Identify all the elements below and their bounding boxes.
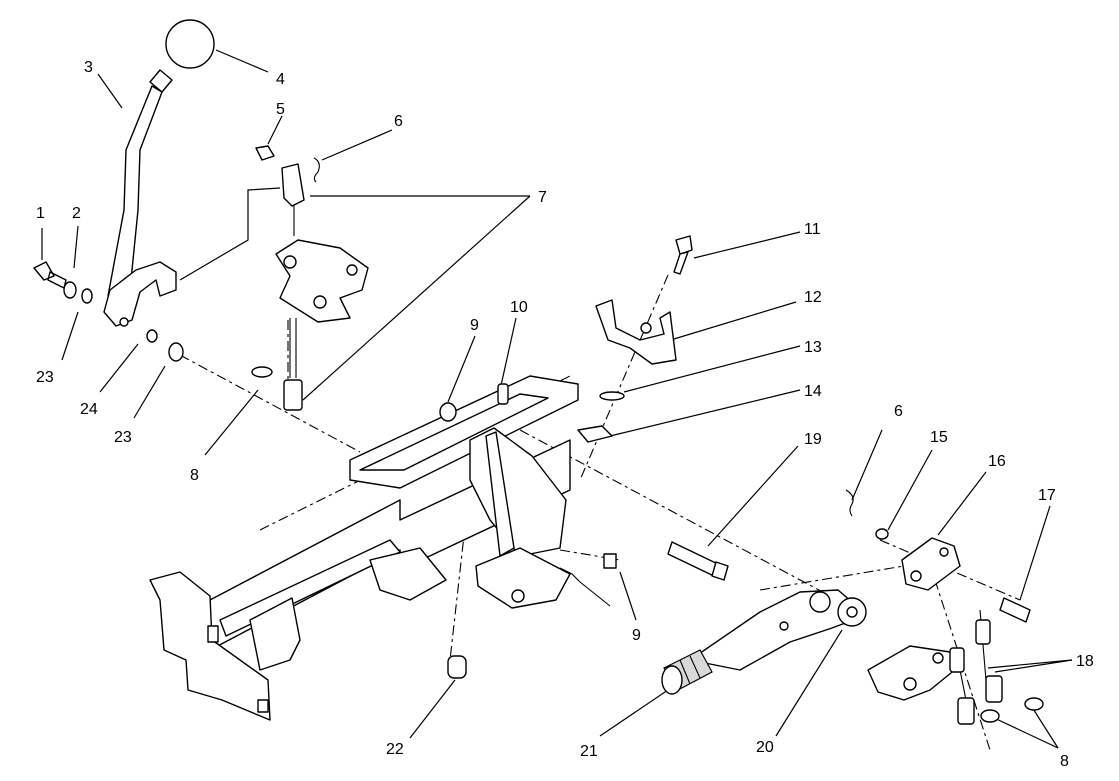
shift-rod-assembly <box>251 145 369 411</box>
rod-end <box>975 619 991 645</box>
callout-label: 2 <box>72 205 81 222</box>
washer <box>81 288 93 304</box>
washer <box>168 342 184 362</box>
e-clip <box>1024 697 1044 711</box>
nut <box>447 655 467 679</box>
link-block <box>901 537 961 591</box>
callout-label: 1 <box>36 205 45 222</box>
callout-label: 11 <box>804 221 821 238</box>
cotter-pin <box>845 489 854 517</box>
callout-label: 10 <box>510 299 528 316</box>
cotter-pin <box>313 157 320 183</box>
callout-label: 16 <box>988 453 1006 470</box>
frame-base-plate <box>475 547 571 609</box>
callout-labels: 1 2 3 4 5 6 7 8 9 10 11 12 13 14 19 6 15… <box>36 59 1094 770</box>
callout-label: 15 <box>930 429 948 446</box>
linkage-assembly <box>845 489 1044 725</box>
detent-spring <box>559 567 611 607</box>
callout-label: 9 <box>632 627 641 644</box>
clevis-pin <box>255 145 275 161</box>
callout-label: 6 <box>894 403 903 420</box>
nut <box>439 402 457 422</box>
callout-label: 18 <box>1076 653 1094 670</box>
lever-threaded-tip <box>149 69 173 93</box>
callout-label: 5 <box>276 101 285 118</box>
callout-label: 19 <box>804 431 822 448</box>
washer <box>63 281 77 299</box>
rod-end <box>949 647 965 673</box>
bolt <box>33 261 67 289</box>
callout-label: 14 <box>804 383 822 400</box>
clevis <box>281 163 305 207</box>
washer <box>599 391 625 401</box>
frame-mount-bracket <box>249 597 301 671</box>
callout-label: 20 <box>756 739 774 756</box>
callout-label: 7 <box>538 189 547 206</box>
shift-plate <box>275 239 369 323</box>
callout-label: 3 <box>84 59 93 76</box>
frame-end-bracket <box>149 571 271 721</box>
bushing <box>146 329 158 343</box>
e-clip <box>251 366 273 378</box>
shift-knob <box>165 19 215 69</box>
callout-label: 13 <box>804 339 822 356</box>
callout-label: 24 <box>80 401 98 418</box>
bracket-bolt <box>673 235 693 275</box>
key-spacer <box>577 425 613 443</box>
callout-label: 21 <box>580 743 598 760</box>
callout-label: 9 <box>470 317 479 334</box>
link-plate <box>867 645 963 701</box>
frame-cross-brace <box>369 547 447 601</box>
callout-label: 22 <box>386 741 404 758</box>
main-frame <box>149 375 617 721</box>
callout-label: 6 <box>394 113 403 130</box>
lever-hub <box>103 261 177 327</box>
handle-assembly <box>661 541 867 695</box>
nut <box>603 553 617 569</box>
rod-end <box>283 379 303 411</box>
rod-end <box>985 675 1003 703</box>
bracket <box>595 299 677 365</box>
pin-17 <box>999 597 1031 623</box>
callout-label: 17 <box>1038 487 1056 504</box>
callout-label: 8 <box>190 467 199 484</box>
shift-lever-assembly <box>33 19 281 362</box>
e-clip <box>980 709 1000 723</box>
leader-lines <box>41 49 1073 749</box>
callout-label: 12 <box>804 289 822 306</box>
callout-label: 4 <box>276 71 285 88</box>
rod-end <box>957 697 975 725</box>
upper-bracket-assembly <box>577 235 693 443</box>
washer <box>875 528 889 540</box>
callout-label: 23 <box>36 369 54 386</box>
callout-label: 8 <box>1060 753 1069 770</box>
callout-label: 23 <box>114 429 132 446</box>
